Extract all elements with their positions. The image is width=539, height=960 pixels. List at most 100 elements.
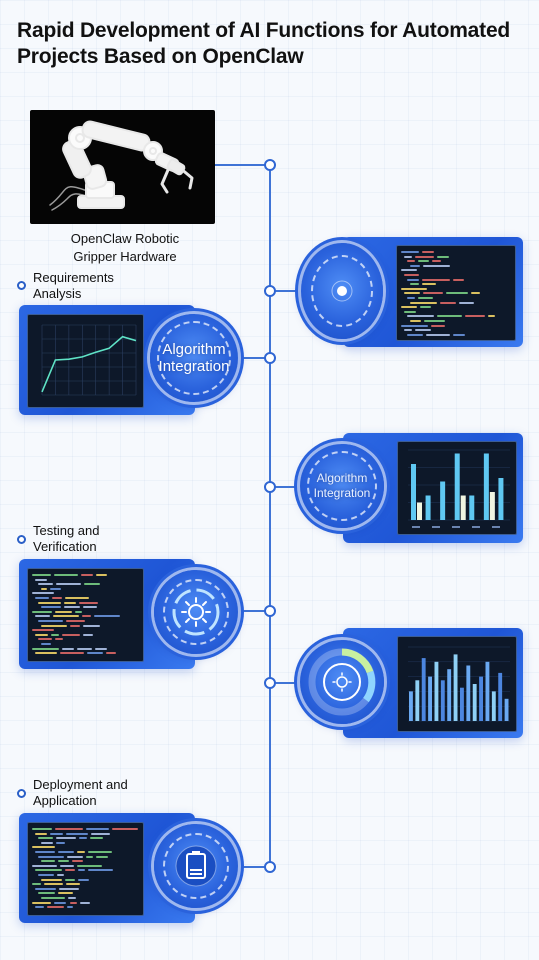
bar bbox=[483, 453, 489, 520]
code-line bbox=[54, 638, 64, 641]
hardware-caption-line-1: OpenClaw Robotic bbox=[70, 231, 180, 246]
code-line bbox=[77, 851, 86, 853]
hardware-caption-line-2: Gripper Hardware bbox=[73, 249, 177, 264]
disc-ring bbox=[311, 255, 373, 327]
code-line bbox=[407, 278, 420, 281]
bar bbox=[498, 478, 504, 520]
code-line bbox=[81, 574, 93, 576]
bar bbox=[440, 680, 445, 721]
gauge-disc bbox=[300, 640, 384, 724]
code-line bbox=[60, 652, 85, 655]
code-line bbox=[47, 906, 64, 909]
code-line bbox=[77, 647, 92, 650]
code-line bbox=[79, 901, 90, 904]
code-line bbox=[66, 883, 80, 886]
bar bbox=[447, 669, 452, 721]
code-line bbox=[55, 828, 84, 830]
code-line bbox=[35, 652, 58, 655]
connector-card-right-3 bbox=[271, 682, 299, 684]
stage-label-line: Testing and bbox=[33, 523, 100, 538]
timeline-node-3 bbox=[264, 352, 276, 364]
code-line bbox=[32, 629, 55, 632]
robotic-arm-icon bbox=[49, 120, 194, 211]
code-line bbox=[32, 647, 59, 650]
code-line bbox=[440, 301, 456, 304]
hardware-caption: OpenClaw Robotic Gripper Hardware bbox=[40, 230, 210, 266]
code-line bbox=[58, 860, 69, 863]
algorithm-integration-disc-1: Algorithm Integration bbox=[150, 314, 238, 402]
code-line bbox=[431, 260, 442, 263]
connector-card-left-3 bbox=[238, 866, 269, 868]
bar bbox=[489, 492, 495, 520]
code-line bbox=[410, 283, 420, 286]
code-line bbox=[81, 615, 91, 618]
stage-label-line: Requirements bbox=[33, 270, 114, 285]
code-line bbox=[35, 906, 45, 909]
bar bbox=[453, 654, 458, 721]
code-line bbox=[407, 297, 415, 299]
stage-label-line: Analysis bbox=[33, 286, 82, 301]
code-line bbox=[422, 251, 434, 253]
code-line bbox=[66, 832, 88, 835]
code-line bbox=[32, 846, 56, 849]
bar bbox=[434, 661, 439, 721]
code-line bbox=[423, 320, 445, 322]
bar bbox=[472, 684, 477, 721]
code-line bbox=[35, 832, 48, 835]
code-line bbox=[64, 601, 76, 604]
code-line bbox=[82, 624, 101, 627]
code-line bbox=[436, 255, 449, 258]
disc-label-line-1: Algorithm bbox=[316, 471, 368, 485]
tick-label bbox=[452, 526, 460, 528]
disc-ring bbox=[163, 833, 229, 899]
code-line bbox=[38, 638, 52, 641]
code-line bbox=[83, 633, 94, 636]
code-screen bbox=[396, 245, 516, 341]
code-line bbox=[78, 869, 86, 872]
code-line bbox=[445, 292, 469, 295]
page-title: Rapid Development of AI Functions for Au… bbox=[17, 18, 532, 70]
code-line bbox=[404, 292, 421, 295]
code-line bbox=[93, 615, 120, 618]
code-line bbox=[53, 901, 67, 904]
target-disc bbox=[301, 243, 383, 339]
code-line bbox=[54, 574, 79, 576]
stage-label-deployment: Deployment and Application bbox=[33, 777, 128, 809]
code-line bbox=[50, 633, 59, 636]
bar bbox=[411, 464, 416, 520]
timeline-node-2 bbox=[264, 285, 276, 297]
tick-label bbox=[492, 526, 500, 528]
code-line bbox=[414, 255, 434, 258]
code-line bbox=[41, 624, 67, 627]
bar bbox=[409, 691, 413, 721]
code-line bbox=[458, 301, 475, 304]
code-line bbox=[64, 606, 80, 609]
code-line bbox=[419, 306, 431, 309]
bar bbox=[421, 658, 426, 721]
code-line bbox=[64, 878, 76, 881]
stage-label-line: Verification bbox=[33, 539, 97, 554]
code-line bbox=[35, 887, 56, 890]
code-line bbox=[407, 333, 424, 336]
code-line bbox=[32, 864, 57, 867]
tick-label bbox=[432, 526, 440, 528]
code-line bbox=[61, 647, 75, 650]
disc-label-line-2: Integration bbox=[158, 358, 230, 375]
code-line bbox=[417, 260, 429, 263]
code-line bbox=[62, 633, 80, 636]
code-line bbox=[32, 610, 52, 613]
code-line bbox=[38, 601, 62, 604]
line-series bbox=[41, 335, 137, 393]
code-line bbox=[471, 292, 481, 295]
code-line bbox=[422, 283, 437, 286]
code-line bbox=[68, 897, 77, 899]
code-line bbox=[410, 320, 421, 322]
code-line bbox=[32, 592, 55, 595]
code-line bbox=[35, 869, 63, 872]
testing-disc bbox=[154, 570, 238, 654]
code-line bbox=[66, 855, 83, 858]
bar bbox=[466, 665, 471, 721]
code-line bbox=[71, 860, 83, 863]
bar-chart bbox=[408, 646, 510, 722]
code-line bbox=[35, 615, 51, 618]
